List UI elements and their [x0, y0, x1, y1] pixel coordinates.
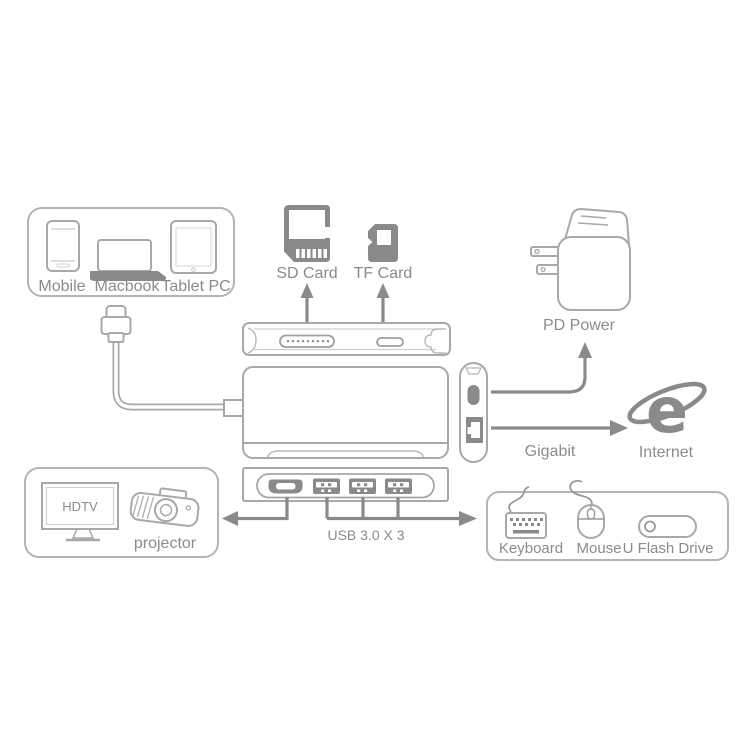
gigabit-line: Gigabit [491, 420, 628, 460]
ethernet-port [466, 417, 483, 443]
hdmi-port [268, 479, 303, 494]
sd-up-arrow-icon [300, 283, 314, 322]
usb-port-2 [349, 478, 376, 494]
peripheral-devices-group: Keyboard Mouse U Flash Drive [486, 479, 729, 561]
usb3-label: USB 3.0 X 3 [327, 527, 404, 543]
hdtv-icon: HDTV [41, 482, 119, 542]
left-arrow-icon [222, 511, 238, 526]
internet-label: Internet [639, 444, 694, 461]
hub-side-view [459, 362, 488, 463]
keyboard-icon [505, 486, 547, 539]
hub-front-view [242, 366, 449, 459]
hub-usbc-connector [223, 399, 244, 417]
sd-card-slot [279, 334, 335, 348]
hdtv-label: HDTV [62, 499, 98, 514]
projector-icon [129, 487, 200, 527]
usb-c-cable-group [100, 305, 244, 417]
mouse-icon [569, 479, 605, 539]
tf-card-group: TF Card [354, 224, 413, 322]
usb-lines: USB 3.0 X 3 [325, 497, 477, 543]
up-arrow-icon [578, 342, 592, 358]
peripheral-devices-box [486, 491, 729, 561]
hub-bottom-view [242, 467, 449, 502]
source-devices-group: Mobile Macbook Tablet PC [27, 207, 235, 297]
macbook-label: Macbook [95, 278, 161, 295]
usb-port-3 [385, 478, 412, 494]
internet-explorer-icon: e [646, 374, 688, 447]
u-flash-drive-label: U Flash Drive [623, 540, 714, 557]
keyboard-label: Keyboard [499, 540, 563, 557]
internet-orbit-ring [627, 381, 707, 425]
power-adapter-group: PD Power [530, 207, 631, 334]
hub-top-view [242, 322, 451, 356]
usb-c-plug-icon [100, 305, 132, 343]
tablet-pc-label: Tablet PC [161, 278, 230, 295]
gigabit-label: Gigabit [525, 443, 576, 460]
pd-power-line [491, 342, 592, 394]
sd-card-group: SD Card [276, 205, 338, 322]
usb-c-port [467, 385, 480, 405]
power-adapter-icon [530, 207, 631, 311]
usb-port-1 [313, 478, 340, 494]
right-arrow-icon [459, 511, 477, 526]
display-devices-box [24, 467, 219, 558]
projector-label: projector [134, 535, 197, 552]
cable-line [112, 343, 226, 411]
sd-card-label: SD Card [276, 265, 337, 282]
flash-drive-icon [638, 515, 697, 538]
source-devices-box [27, 207, 235, 297]
mobile-label: Mobile [38, 278, 85, 295]
hdmi-line [222, 497, 289, 526]
tablet-icon [170, 220, 217, 274]
tf-up-arrow-icon [376, 283, 390, 322]
mouse-label: Mouse [576, 540, 621, 557]
phone-icon [46, 220, 80, 272]
laptop-icon [89, 239, 167, 281]
right-arrow-icon [610, 420, 628, 436]
display-devices-group: HDTV projector [24, 467, 219, 558]
tf-card-label: TF Card [354, 265, 413, 282]
tf-card-slot [376, 337, 404, 347]
pd-power-label: PD Power [543, 317, 616, 334]
internet-group: e Internet [627, 374, 707, 461]
